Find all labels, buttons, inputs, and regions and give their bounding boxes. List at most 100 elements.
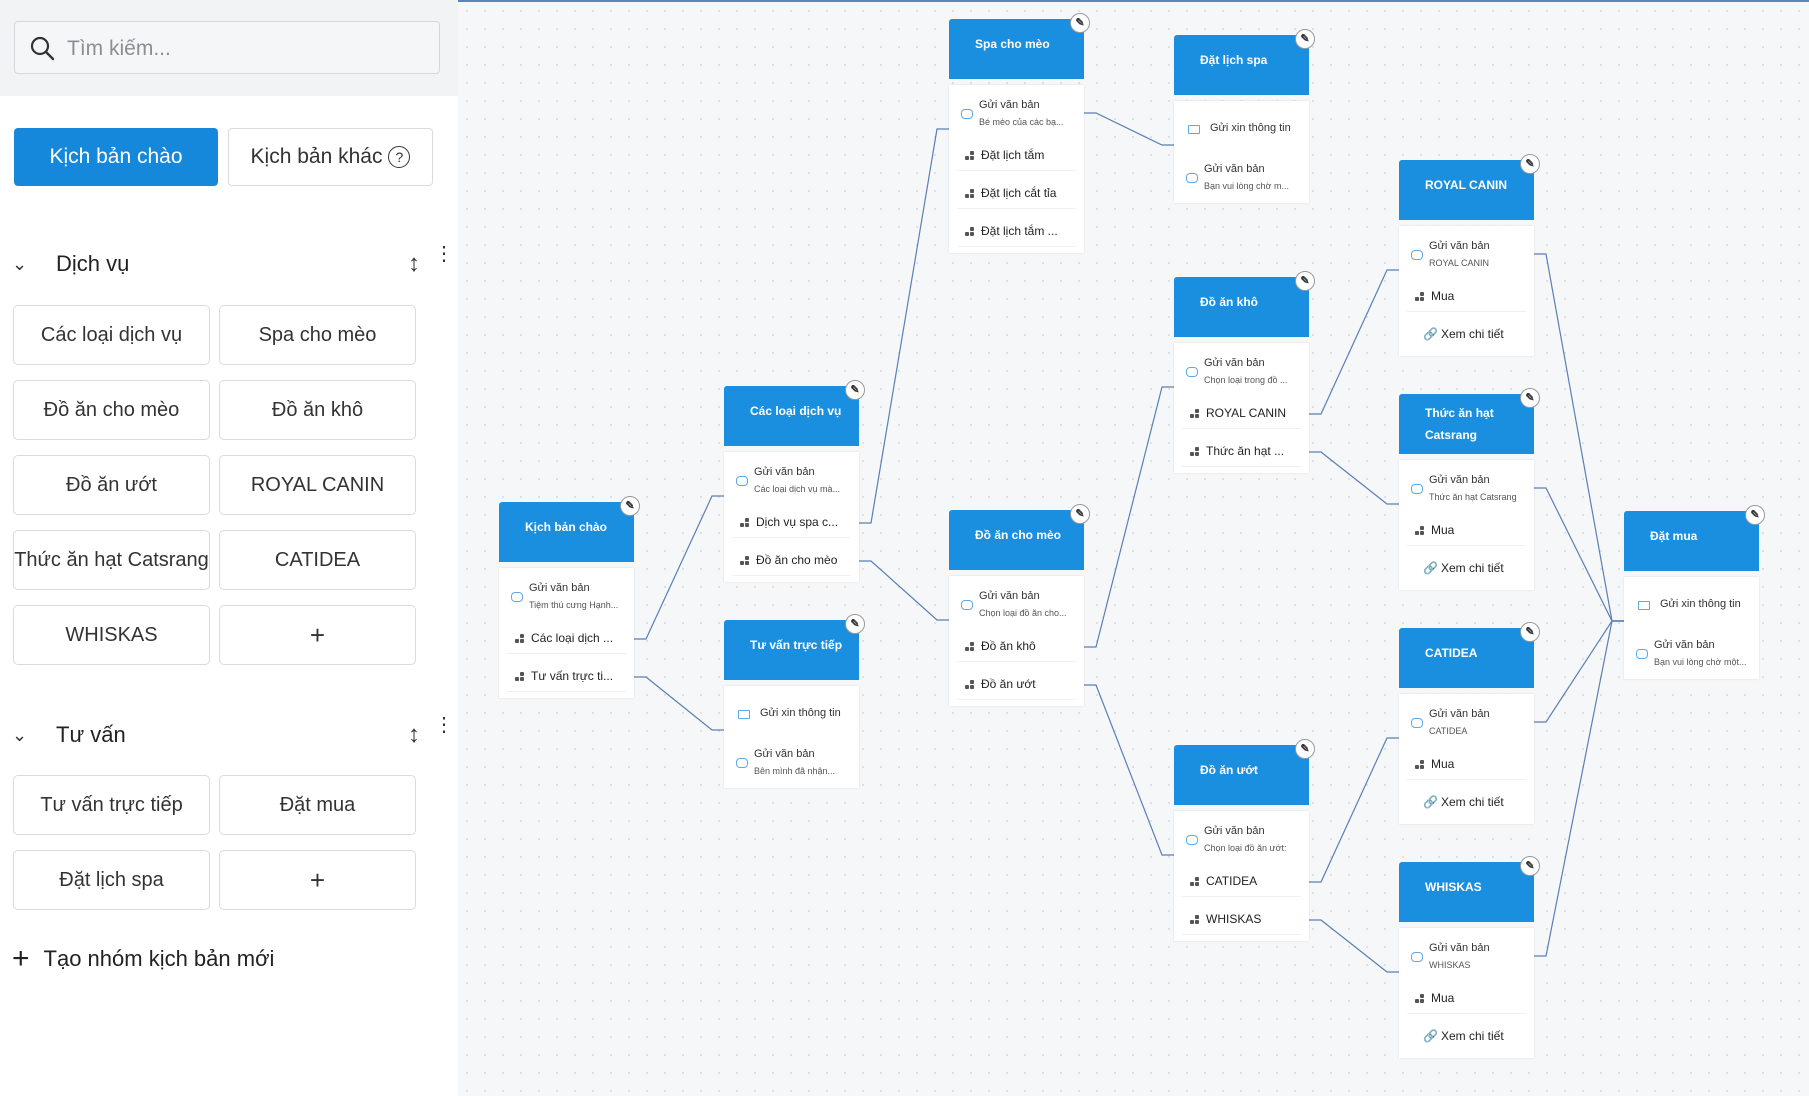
search-box[interactable] (14, 21, 440, 74)
node-header[interactable]: Tư vấn trực tiếp✎ (724, 614, 865, 680)
option-button[interactable]: Mua (1407, 280, 1526, 312)
option-button[interactable]: Thức ăn hạt ... (1182, 435, 1301, 467)
script-button[interactable]: Đồ ăn ướt (13, 455, 210, 515)
option-button[interactable]: Các loại dịch ... (507, 622, 626, 654)
edit-icon[interactable]: ✎ (845, 380, 865, 400)
search-input[interactable] (65, 32, 429, 66)
chevron-down-icon[interactable]: ⌄ (12, 253, 28, 274)
node-header[interactable]: ROYAL CANIN✎ (1399, 154, 1540, 220)
chevron-down-icon[interactable]: ⌄ (12, 724, 28, 745)
edit-icon[interactable]: ✎ (1520, 388, 1540, 408)
node-header[interactable]: Đồ ăn ướt✎ (1174, 739, 1315, 805)
detail-link[interactable]: 🔗Xem chi tiết (1407, 1020, 1526, 1052)
node-header[interactable]: Đồ ăn khô✎ (1174, 271, 1315, 337)
edit-icon[interactable]: ✎ (1295, 739, 1315, 759)
edit-icon[interactable]: ✎ (620, 496, 640, 516)
option-button[interactable]: Đặt lịch cắt tỉa (957, 177, 1076, 209)
node-header[interactable]: Thức ăn hạt Catsrang✎ (1399, 388, 1540, 454)
option-button[interactable]: Đặt lịch tắm (957, 139, 1076, 171)
detail-link[interactable]: 🔗Xem chi tiết (1407, 786, 1526, 818)
script-button[interactable]: CATIDEA (219, 530, 416, 590)
edit-icon[interactable]: ✎ (1520, 856, 1540, 876)
sort-icon[interactable]: ↕ (408, 250, 420, 277)
node-header[interactable]: WHISKAS✎ (1399, 856, 1540, 922)
request-info-block[interactable]: Gửi xin thông tin (1174, 107, 1309, 151)
option-button[interactable]: Tư vấn trực ti... (507, 660, 626, 692)
edit-icon[interactable]: ✎ (1745, 505, 1765, 525)
script-button[interactable]: WHISKAS (13, 605, 210, 665)
request-info-block[interactable]: Gửi xin thông tin (1624, 583, 1759, 627)
script-button[interactable]: Đồ ăn khô (219, 380, 416, 440)
script-button[interactable]: Các loại dịch vụ (13, 305, 210, 365)
node-header[interactable]: Các loại dịch vụ✎ (724, 380, 865, 446)
edit-icon[interactable]: ✎ (1520, 622, 1540, 642)
script-button[interactable]: Thức ăn hạt Catsrang (13, 530, 210, 590)
node-header[interactable]: Kịch bản chào✎ (499, 496, 640, 562)
node-header[interactable]: Đồ ăn cho mèo✎ (949, 504, 1090, 570)
more-vertical-icon[interactable]: ⋮ (434, 714, 454, 736)
node-header[interactable]: CATIDEA✎ (1399, 622, 1540, 688)
add-script-button[interactable]: + (219, 605, 416, 665)
option-button[interactable]: Đồ ăn ướt (957, 668, 1076, 700)
edit-icon[interactable]: ✎ (1295, 271, 1315, 291)
node-header[interactable]: Đặt lịch spa✎ (1174, 29, 1315, 95)
option-button[interactable]: Dịch vụ spa c... (732, 506, 851, 538)
option-button[interactable]: CATIDEA (1182, 865, 1301, 897)
option-button[interactable]: Đồ ăn cho mèo (732, 544, 851, 576)
detail-link[interactable]: 🔗Xem chi tiết (1407, 552, 1526, 584)
sort-icon[interactable]: ↕ (408, 721, 420, 748)
script-button[interactable]: Tư vấn trực tiếp (13, 775, 210, 835)
request-info-block[interactable]: Gửi xin thông tin (724, 692, 859, 736)
edit-icon[interactable]: ✎ (1070, 13, 1090, 33)
edit-icon[interactable]: ✎ (845, 614, 865, 634)
option-button[interactable]: WHISKAS (1182, 903, 1301, 935)
option-button[interactable]: Đặt lịch tắm ... (957, 215, 1076, 247)
edit-icon[interactable]: ✎ (1295, 29, 1315, 49)
detail-link[interactable]: 🔗Xem chi tiết (1407, 318, 1526, 350)
tab-kich-ban-chao[interactable]: Kịch bản chào (14, 128, 218, 186)
help-icon[interactable]: ? (388, 146, 411, 168)
script-button[interactable]: Đặt lịch spa (13, 850, 210, 910)
node-header[interactable]: Đặt mua✎ (1624, 505, 1765, 571)
tab-kich-ban-khac[interactable]: Kịch bản khác ? (228, 128, 433, 186)
option-button[interactable]: Mua (1407, 982, 1526, 1014)
new-group-button[interactable]: + Tạo nhóm kịch bản mới (12, 944, 274, 974)
more-vertical-icon[interactable]: ⋮ (434, 243, 454, 265)
flow-canvas[interactable] (458, 2, 1809, 1096)
script-button[interactable]: Đồ ăn cho mèo (13, 380, 210, 440)
node-header[interactable]: Spa cho mèo✎ (949, 13, 1090, 79)
edit-icon[interactable]: ✎ (1520, 154, 1540, 174)
add-script-button[interactable]: + (219, 850, 416, 910)
script-button[interactable]: Đặt mua (219, 775, 416, 835)
option-button[interactable]: Đồ ăn khô (957, 630, 1076, 662)
option-button[interactable]: Mua (1407, 514, 1526, 546)
option-button[interactable]: Mua (1407, 748, 1526, 780)
script-button[interactable]: ROYAL CANIN (219, 455, 416, 515)
edit-icon[interactable]: ✎ (1070, 504, 1090, 524)
